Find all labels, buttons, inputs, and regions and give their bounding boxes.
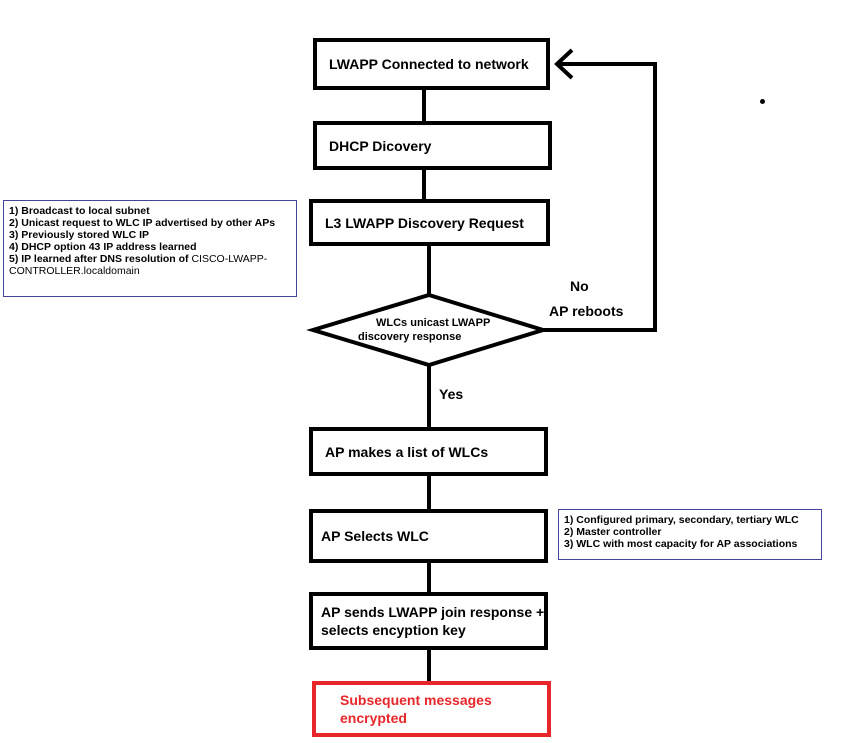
discovery-methods-note: 1) Broadcast to local subnet 2) Unicast … [3, 200, 297, 297]
ap-reboots-label: AP reboots [549, 303, 624, 319]
decision-line-1: WLCs unicast LWAPP [376, 317, 491, 329]
select-wlc-box: AP Selects WLC [309, 509, 548, 563]
discovery-method-5-domain: CONTROLLER.localdomain [9, 265, 140, 277]
join-line-1: AP sends LWAPP join response + [321, 604, 545, 620]
encrypted-box: Subsequent messages encrypted [312, 681, 551, 737]
connector-no-loop [543, 62, 657, 332]
l3-discovery-box: L3 LWAPP Discovery Request [309, 199, 550, 246]
selection-criterion-2: 2) Master controller [564, 526, 662, 538]
discovery-method-3: 3) Previously stored WLC IP [9, 229, 150, 241]
list-wlcs-box: AP makes a list of WLCs [309, 427, 548, 476]
selection-criterion-3: 3) WLC with most capacity for AP associa… [564, 538, 798, 550]
arrowhead [554, 48, 574, 80]
decision-diamond [306, 292, 550, 368]
discovery-method-5-host: CISCO-LWAPP- [191, 253, 268, 265]
l3-discovery-label: L3 LWAPP Discovery Request [325, 214, 524, 231]
connected-label: LWAPP Connected to network [329, 56, 529, 72]
join-line-2: selects encyption key [321, 622, 466, 638]
selection-criterion-1: 1) Configured primary, secondary, tertia… [564, 514, 799, 526]
decision-label: WLCs unicast LWAPP discovery response [358, 316, 490, 344]
list-wlcs-label: AP makes a list of WLCs [325, 443, 489, 460]
discovery-method-2: 2) Unicast request to WLC IP advertised … [9, 217, 276, 229]
discovery-method-5-text: 5) IP learned after DNS resolution of [9, 253, 192, 265]
discovery-method-5: 5) IP learned after DNS resolution of CI… [9, 253, 291, 265]
discovery-method-4: 4) DHCP option 43 IP address learned [9, 241, 197, 253]
encrypted-line-2: encrypted [340, 710, 407, 726]
select-wlc-label: AP Selects WLC [321, 528, 429, 544]
encrypted-line-1: Subsequent messages [340, 692, 492, 708]
dhcp-discovery-label: DHCP Dicovery [329, 137, 432, 154]
no-label: No [570, 278, 589, 294]
stray-dot [760, 99, 765, 104]
join-response-box: AP sends LWAPP join response + selects e… [309, 592, 548, 650]
selection-criteria-note: 1) Configured primary, secondary, tertia… [558, 509, 822, 560]
dhcp-discovery-box: DHCP Dicovery [313, 121, 552, 170]
yes-label: Yes [439, 386, 464, 402]
connected-box: LWAPP Connected to network [313, 38, 550, 90]
decision-line-2: discovery response [358, 331, 462, 343]
discovery-method-1: 1) Broadcast to local subnet [9, 205, 150, 217]
